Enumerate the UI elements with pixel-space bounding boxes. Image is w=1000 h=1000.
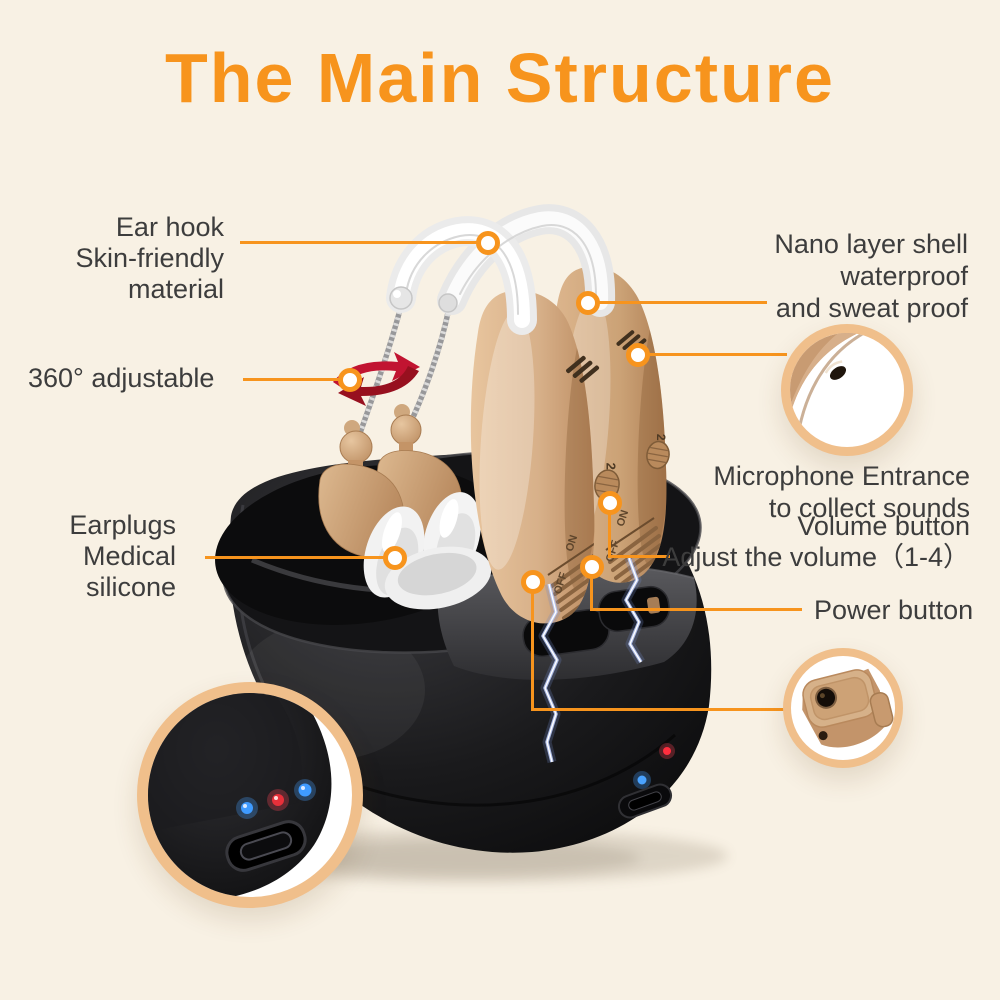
charging-port-closeup-inset xyxy=(137,682,363,908)
power-button-closeup-inset xyxy=(783,648,903,768)
adjustable-label: 360° adjustable xyxy=(28,363,215,393)
power-marker xyxy=(580,555,604,579)
nano-shell-marker xyxy=(576,291,600,315)
ear-hooks xyxy=(386,204,616,335)
bottom-inset-leader-line-v xyxy=(531,589,534,711)
volume-wheel-right: 2 xyxy=(646,434,670,470)
earplugs-leader-line xyxy=(205,556,387,559)
microphone-closeup-inset xyxy=(781,324,913,456)
volume-label: Volume button Adjust the volume（1-4） xyxy=(662,511,970,573)
volume-leader-line-h xyxy=(608,555,670,558)
ear-hook-leader-line xyxy=(240,241,480,244)
silicone-dome xyxy=(384,546,492,610)
earplugs-marker xyxy=(383,546,407,570)
charging-sparks xyxy=(538,556,645,764)
earplugs xyxy=(318,404,492,610)
power-leader-line-h xyxy=(590,608,802,611)
microphone-slots-left xyxy=(566,355,600,383)
case-charging-port xyxy=(617,783,673,819)
usb-port-closeup xyxy=(225,820,307,872)
rotation-arrows xyxy=(333,352,420,406)
earplugs-label: Earplugs Medical silicone xyxy=(69,510,176,602)
ear-hook-label: Ear hook Skin-friendly material xyxy=(75,212,224,304)
ear-hook-marker xyxy=(476,231,500,255)
adjustable-marker xyxy=(338,368,362,392)
switch-on-label-right: ON xyxy=(615,509,632,528)
microphone-marker xyxy=(626,343,650,367)
bottom-inset-marker xyxy=(521,570,545,594)
microphone-hole-closeup xyxy=(824,360,847,380)
microphone-label: Microphone Entrance to collect sounds xyxy=(713,461,970,523)
volume-leader-line-v xyxy=(608,510,611,558)
bottom-inset-leader-line-h xyxy=(531,708,789,711)
volume-level-right: 2 xyxy=(654,434,668,441)
case-status-leds xyxy=(633,743,675,789)
microphone-leader-line xyxy=(644,353,787,356)
nano-shell-label: Nano layer shell waterproof and sweat pr… xyxy=(774,229,968,323)
nano-shell-leader-line xyxy=(594,301,767,304)
adjustable-leader-line xyxy=(243,378,343,381)
switch-on-label-left: ON xyxy=(564,534,581,553)
power-label: Power button xyxy=(814,595,974,625)
volume-level-left: 2 xyxy=(603,463,618,470)
power-leader-line-v xyxy=(590,574,593,611)
page-title: The Main Structure xyxy=(165,39,835,117)
volume-marker xyxy=(598,491,622,515)
